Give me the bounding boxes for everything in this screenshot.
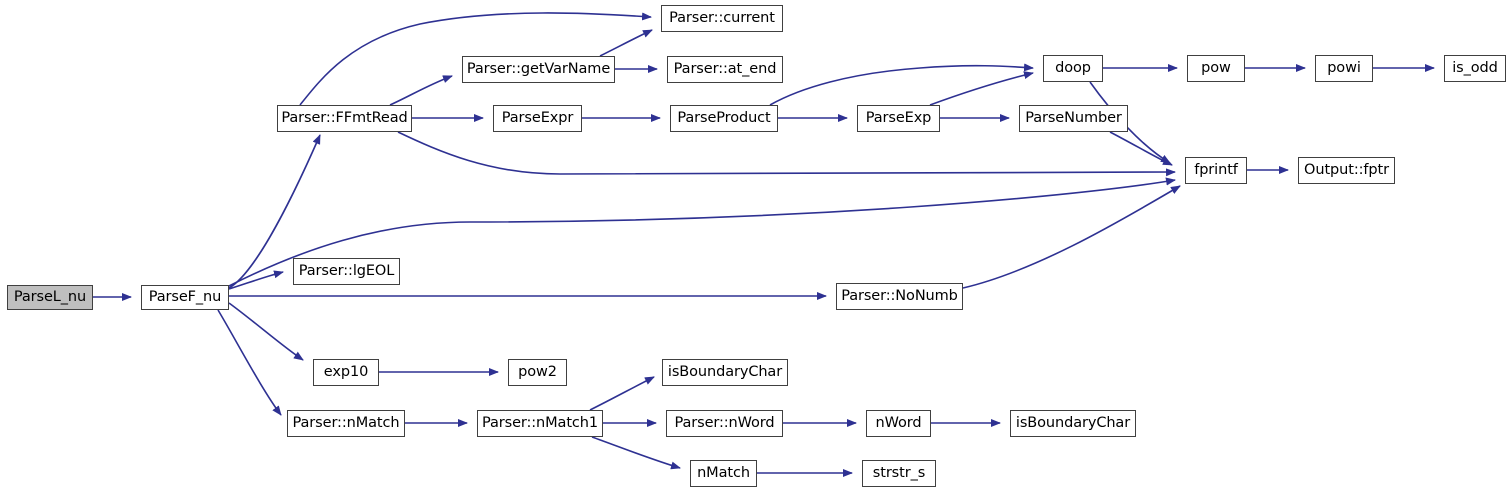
edge-nmatch1-to-nmatch [591, 436, 681, 470]
edge-ffmtread-to-getvarname [389, 75, 453, 106]
edge-getvarname-to-current [599, 29, 653, 57]
edge-nonumb-to-fprintf [962, 185, 1181, 289]
node-current[interactable]: Parser::current [661, 5, 783, 32]
node-label-lgeol: Parser::lgEOL [298, 263, 395, 280]
edge-parsenumber-to-fprintf [1109, 131, 1173, 166]
node-strstr_s[interactable]: strstr_s [862, 460, 936, 487]
node-label-doop: doop [1055, 60, 1091, 77]
node-doop[interactable]: doop [1043, 55, 1103, 82]
edge-parsef_nu-to-exp10 [228, 302, 304, 361]
node-getvarname[interactable]: Parser::getVarName [462, 56, 615, 83]
edge-parseproduct-to-doop [769, 63, 1034, 106]
node-label-nmatch1: Parser::nMatch1 [481, 415, 599, 432]
edge-ffmtread-to-fprintf [397, 131, 1176, 177]
node-parsef_nu[interactable]: ParseF_nu [141, 285, 229, 310]
node-label-isboundarychar1: isBoundaryChar [667, 364, 783, 381]
node-nmatch_p[interactable]: Parser::nMatch [287, 410, 405, 437]
node-label-getvarname: Parser::getVarName [466, 61, 611, 78]
node-label-nword: nWord [875, 415, 922, 432]
node-isboundarychar2[interactable]: isBoundaryChar [1010, 410, 1136, 437]
node-parsel_nu[interactable]: ParseL_nu [7, 285, 93, 310]
node-parsenumber[interactable]: ParseNumber [1019, 105, 1128, 132]
node-parseexp[interactable]: ParseExp [857, 105, 940, 132]
node-powi[interactable]: powi [1315, 55, 1373, 82]
node-label-output_fptr: Output::fptr [1304, 162, 1389, 179]
node-label-powi: powi [1327, 60, 1361, 77]
node-nmatch1[interactable]: Parser::nMatch1 [477, 410, 603, 437]
edge-parseexp-to-doop [929, 71, 1034, 106]
node-label-nmatch_p: Parser::nMatch [292, 415, 400, 432]
node-isboundarychar1[interactable]: isBoundaryChar [662, 359, 788, 386]
node-nword_p[interactable]: Parser::nWord [666, 410, 783, 437]
node-parseexpr[interactable]: ParseExpr [493, 105, 582, 132]
node-label-at_end: Parser::at_end [673, 61, 777, 78]
node-is_odd[interactable]: is_odd [1444, 55, 1506, 82]
node-label-parsef_nu: ParseF_nu [148, 289, 222, 306]
node-at_end[interactable]: Parser::at_end [667, 56, 783, 83]
node-label-parsenumber: ParseNumber [1025, 110, 1122, 127]
node-label-fprintf: fprintf [1194, 162, 1238, 179]
edge-nmatch1-to-isboundarychar1 [589, 376, 655, 411]
node-label-nonumb: Parser::NoNumb [841, 288, 958, 305]
node-label-parseexp: ParseExp [865, 110, 932, 127]
node-label-parsel_nu: ParseL_nu [13, 289, 87, 306]
node-label-parseexpr: ParseExpr [501, 110, 574, 127]
node-pow[interactable]: pow [1187, 55, 1245, 82]
node-label-exp10: exp10 [323, 364, 369, 381]
node-nword[interactable]: nWord [866, 410, 931, 437]
node-exp10[interactable]: exp10 [313, 359, 379, 386]
node-pow2[interactable]: pow2 [508, 359, 567, 386]
node-label-current: Parser::current [669, 10, 775, 27]
node-nmatch[interactable]: nMatch [690, 460, 757, 487]
node-label-pow: pow [1201, 60, 1231, 77]
node-nonumb[interactable]: Parser::NoNumb [836, 283, 963, 310]
edge-parsef_nu-to-nmatch_p [217, 309, 282, 416]
node-ffmtread[interactable]: Parser::FFmtRead [277, 105, 412, 132]
node-label-nmatch: nMatch [697, 465, 750, 482]
node-label-strstr_s: strstr_s [872, 465, 926, 482]
node-label-isboundarychar2: isBoundaryChar [1015, 415, 1131, 432]
node-label-ffmtread: Parser::FFmtRead [281, 110, 408, 127]
node-label-nword_p: Parser::nWord [674, 415, 775, 432]
node-output_fptr[interactable]: Output::fptr [1298, 157, 1395, 184]
node-label-pow2: pow2 [518, 364, 557, 381]
edge-parsef_nu-to-lgeol [228, 270, 284, 290]
node-parseproduct[interactable]: ParseProduct [670, 105, 778, 132]
node-lgeol[interactable]: Parser::lgEOL [293, 258, 400, 285]
node-fprintf[interactable]: fprintf [1185, 157, 1247, 184]
node-label-parseproduct: ParseProduct [677, 110, 771, 127]
node-label-is_odd: is_odd [1452, 60, 1498, 77]
